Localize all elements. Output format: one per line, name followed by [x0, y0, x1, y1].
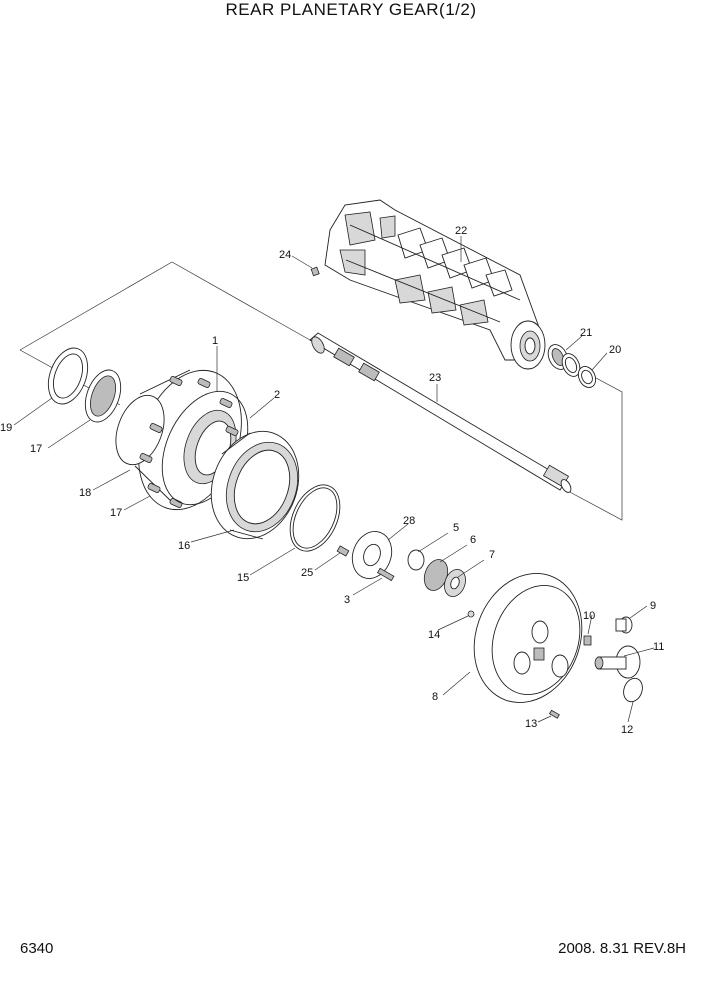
axle-housing — [324, 199, 546, 370]
callout-16: 16 — [178, 540, 190, 552]
callout-8: 8 — [432, 691, 438, 703]
callout-19: 19 — [0, 422, 12, 434]
callout-leaders — [13, 236, 655, 723]
callout-18: 18 — [79, 487, 91, 499]
snap-ring — [289, 484, 341, 552]
callout-15: 15 — [237, 572, 249, 584]
callout-9: 9 — [650, 600, 656, 612]
thrust-plate — [351, 531, 393, 579]
pin — [336, 545, 350, 557]
callout-3: 3 — [344, 594, 350, 606]
callout-17b: 17 — [110, 507, 122, 519]
plug — [310, 266, 320, 277]
callout-24: 24 — [279, 249, 291, 261]
callout-25: 25 — [301, 567, 313, 579]
callout-21: 21 — [580, 327, 592, 339]
callout-numbers: 1 2 3 5 6 7 8 9 10 11 12 13 14 15 16 17 … — [0, 225, 664, 736]
callout-22: 22 — [455, 225, 467, 237]
page-number: 6340 — [20, 940, 54, 957]
callout-20: 20 — [609, 344, 621, 356]
callout-6: 6 — [470, 534, 476, 546]
plug-small — [583, 635, 592, 646]
bearing-rings — [547, 344, 597, 388]
screw — [548, 709, 560, 719]
ball — [467, 610, 475, 618]
callout-7: 7 — [489, 549, 495, 561]
callout-11: 11 — [653, 641, 664, 653]
bolt — [377, 567, 395, 582]
planet-carrier — [473, 573, 583, 703]
callout-17a: 17 — [30, 443, 42, 455]
o-ring-small — [623, 677, 643, 703]
planet-gears — [423, 559, 466, 597]
callout-28: 28 — [403, 515, 415, 527]
filler-plug — [615, 616, 633, 634]
washer — [407, 549, 425, 571]
callout-5: 5 — [453, 522, 459, 534]
oil-seals — [47, 347, 122, 423]
axle-shaft — [309, 332, 572, 493]
callout-1: 1 — [212, 335, 218, 347]
callout-12: 12 — [621, 724, 633, 736]
callout-13: 13 — [525, 718, 537, 730]
callout-23: 23 — [429, 372, 441, 384]
callout-10: 10 — [583, 610, 595, 622]
revision-date: 2008. 8.31 REV.8H — [558, 940, 686, 957]
ring-gear — [210, 430, 300, 540]
cover — [594, 645, 641, 679]
callout-14: 14 — [428, 629, 440, 641]
callout-2: 2 — [274, 389, 280, 401]
page-title: REAR PLANETARY GEAR(1/2) — [225, 0, 477, 19]
